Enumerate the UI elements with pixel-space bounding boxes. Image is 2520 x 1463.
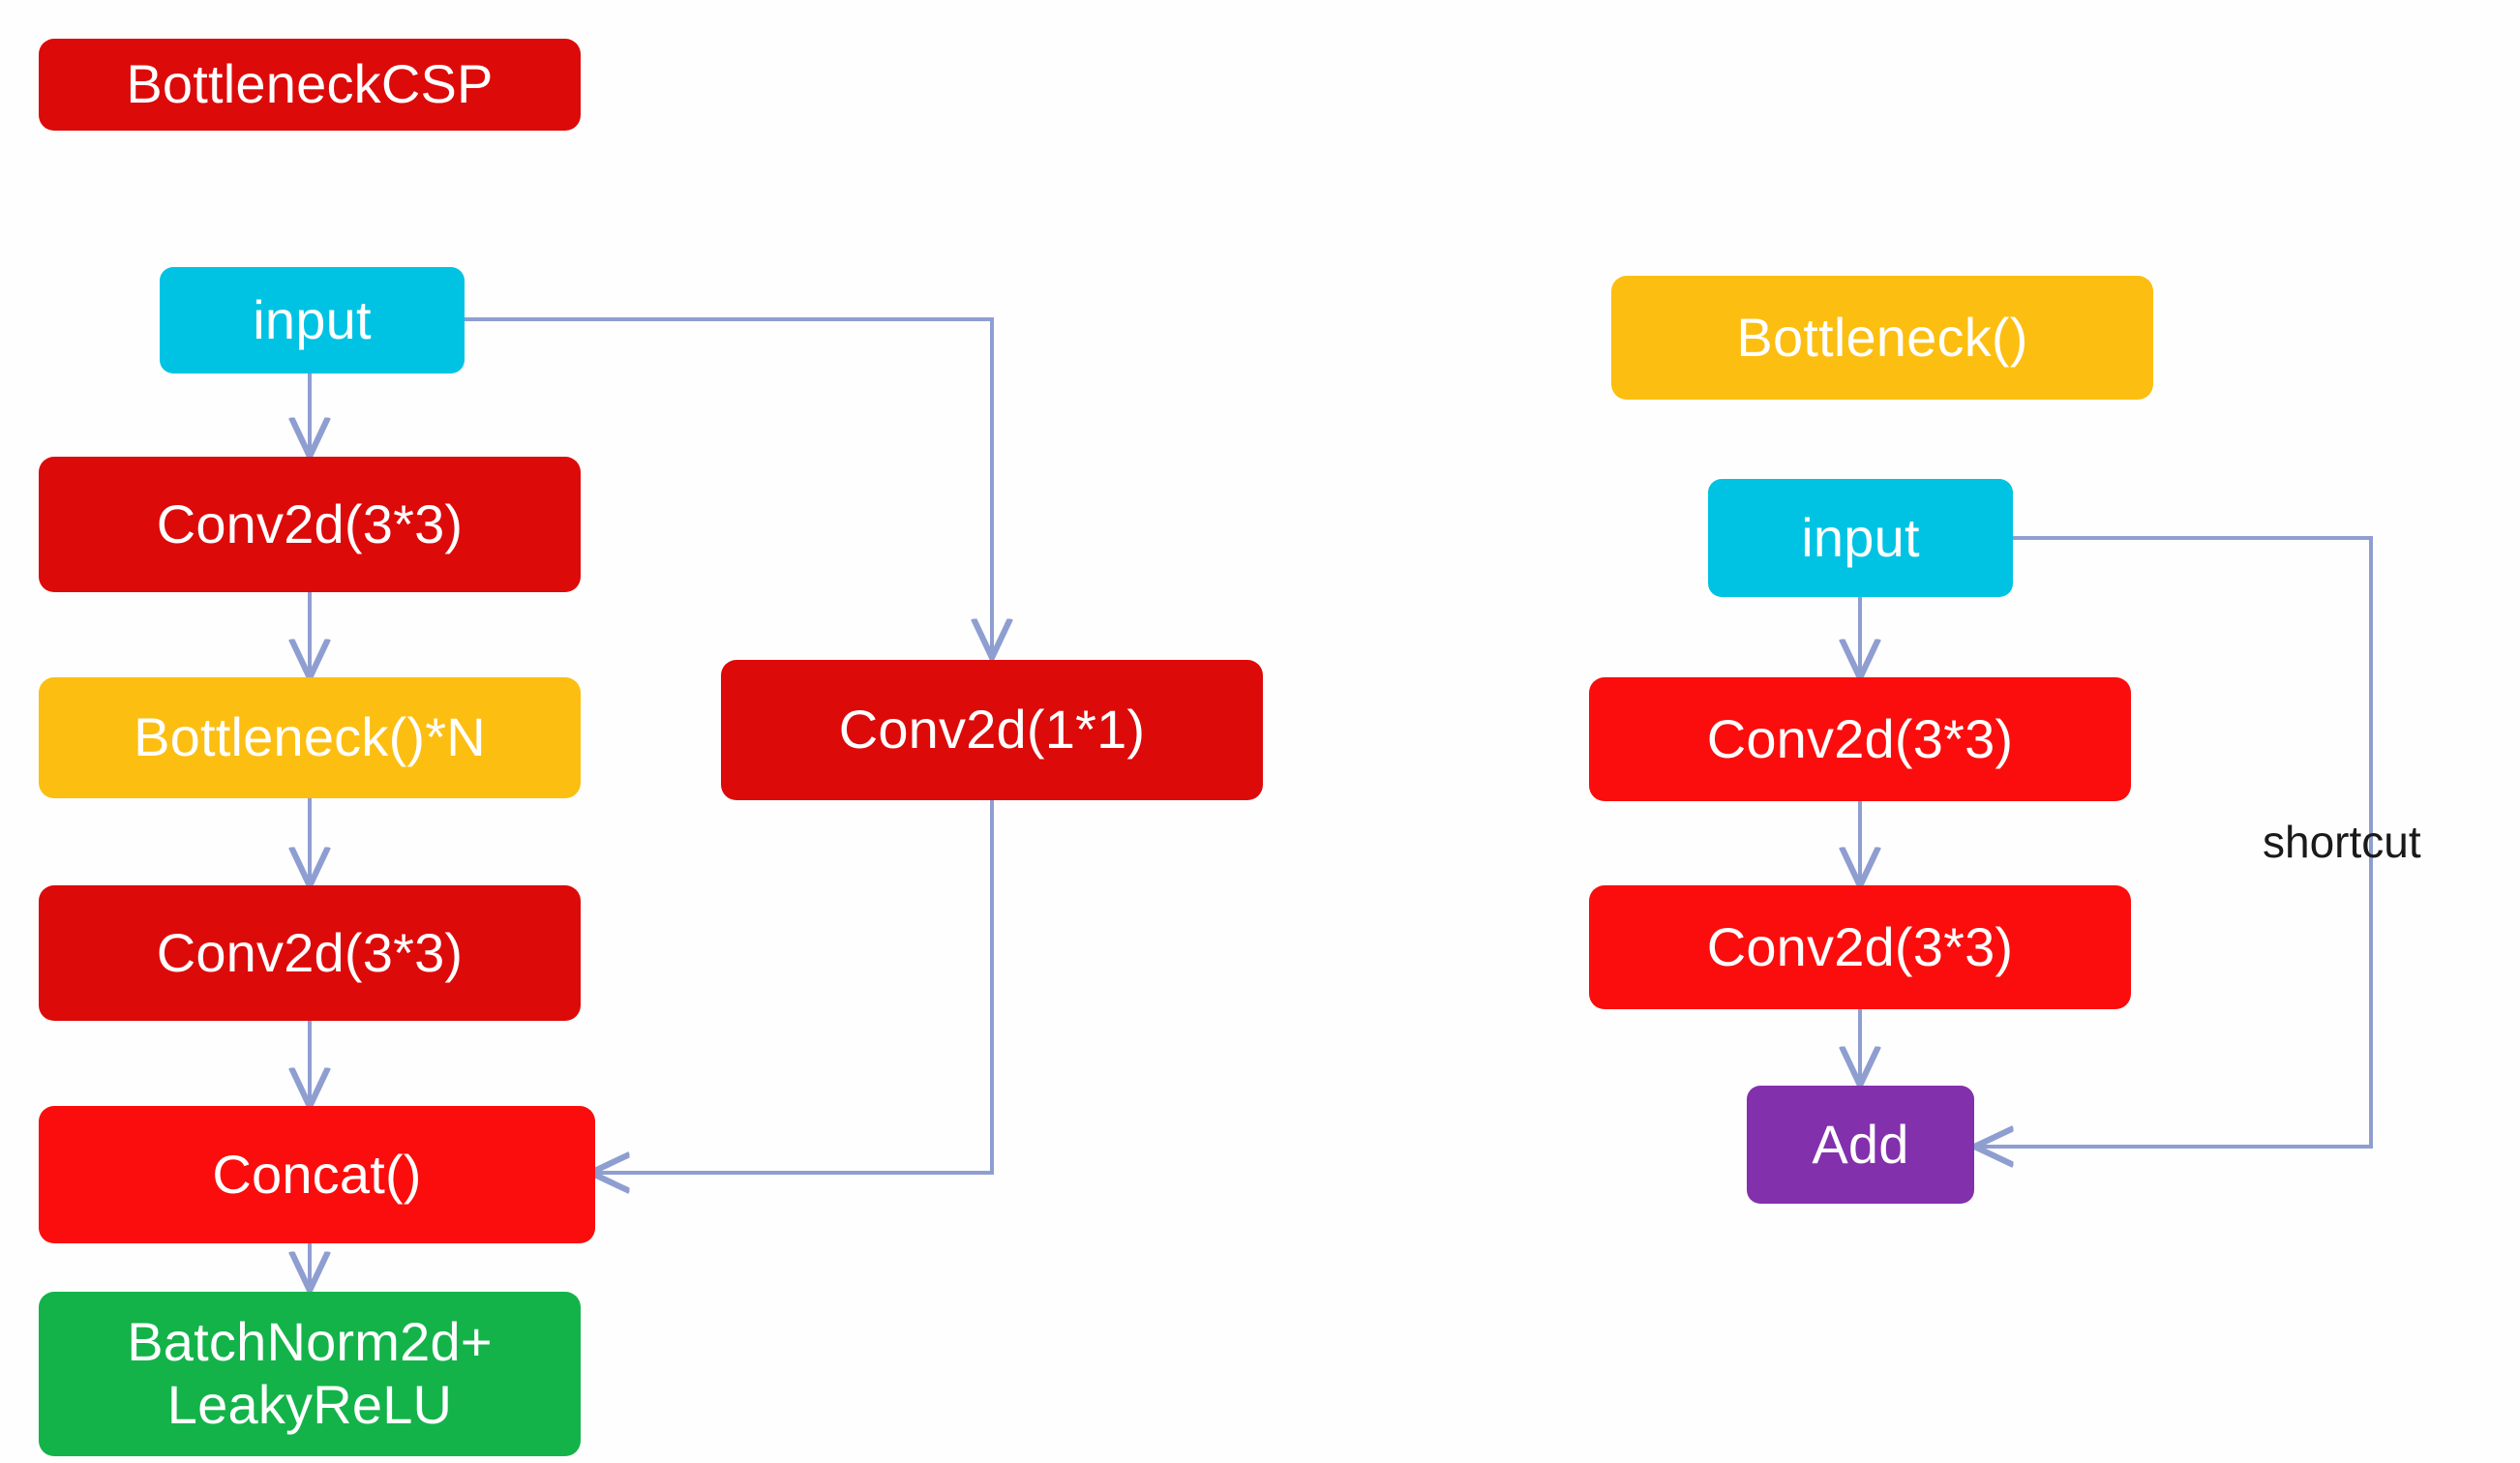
node-bottleneckcsp-header[interactable]: BottleneckCSP: [39, 39, 581, 131]
node-conv2d-3x3-d[interactable]: Conv2d(3*3): [1589, 885, 2131, 1009]
node-label: Conv2d(3*3): [156, 921, 464, 983]
node-label: BottleneckCSP: [126, 53, 494, 115]
node-label: input: [1801, 506, 1920, 568]
node-conv2d-1x1[interactable]: Conv2d(1*1): [721, 660, 1263, 800]
node-add[interactable]: Add: [1747, 1086, 1974, 1204]
node-batchnorm-leakyrelu[interactable]: BatchNorm2d+ LeakyReLU: [39, 1292, 581, 1456]
node-label: Concat(): [212, 1143, 422, 1205]
node-bottleneck-header[interactable]: Bottleneck(): [1611, 276, 2153, 400]
shortcut-text: shortcut: [2263, 817, 2421, 867]
node-label: Conv2d(1*1): [838, 699, 1146, 761]
node-label-line1: BatchNorm2d+: [127, 1311, 493, 1373]
node-label: input: [253, 288, 372, 350]
node-bottleneck-times-n[interactable]: Bottleneck()*N: [39, 677, 581, 798]
node-conv2d-3x3-a[interactable]: Conv2d(3*3): [39, 457, 581, 592]
node-label: Conv2d(3*3): [156, 493, 464, 554]
node-label-line2: LeakyReLU: [166, 1374, 453, 1435]
edge-label-shortcut: shortcut: [2263, 816, 2421, 868]
node-concat[interactable]: Concat(): [39, 1106, 595, 1243]
node-label: Bottleneck()*N: [134, 706, 486, 768]
node-label: Add: [1812, 1113, 1909, 1175]
node-conv2d-3x3-b[interactable]: Conv2d(3*3): [39, 885, 581, 1021]
node-label: Bottleneck(): [1736, 306, 2028, 368]
edge-conv11-to-concat: [594, 800, 994, 1173]
node-input[interactable]: input: [160, 267, 465, 373]
node-input-right[interactable]: input: [1708, 479, 2013, 597]
node-label: Conv2d(3*3): [1706, 707, 2014, 769]
node-conv2d-3x3-c[interactable]: Conv2d(3*3): [1589, 677, 2131, 801]
node-label: Conv2d(3*3): [1706, 915, 2014, 977]
